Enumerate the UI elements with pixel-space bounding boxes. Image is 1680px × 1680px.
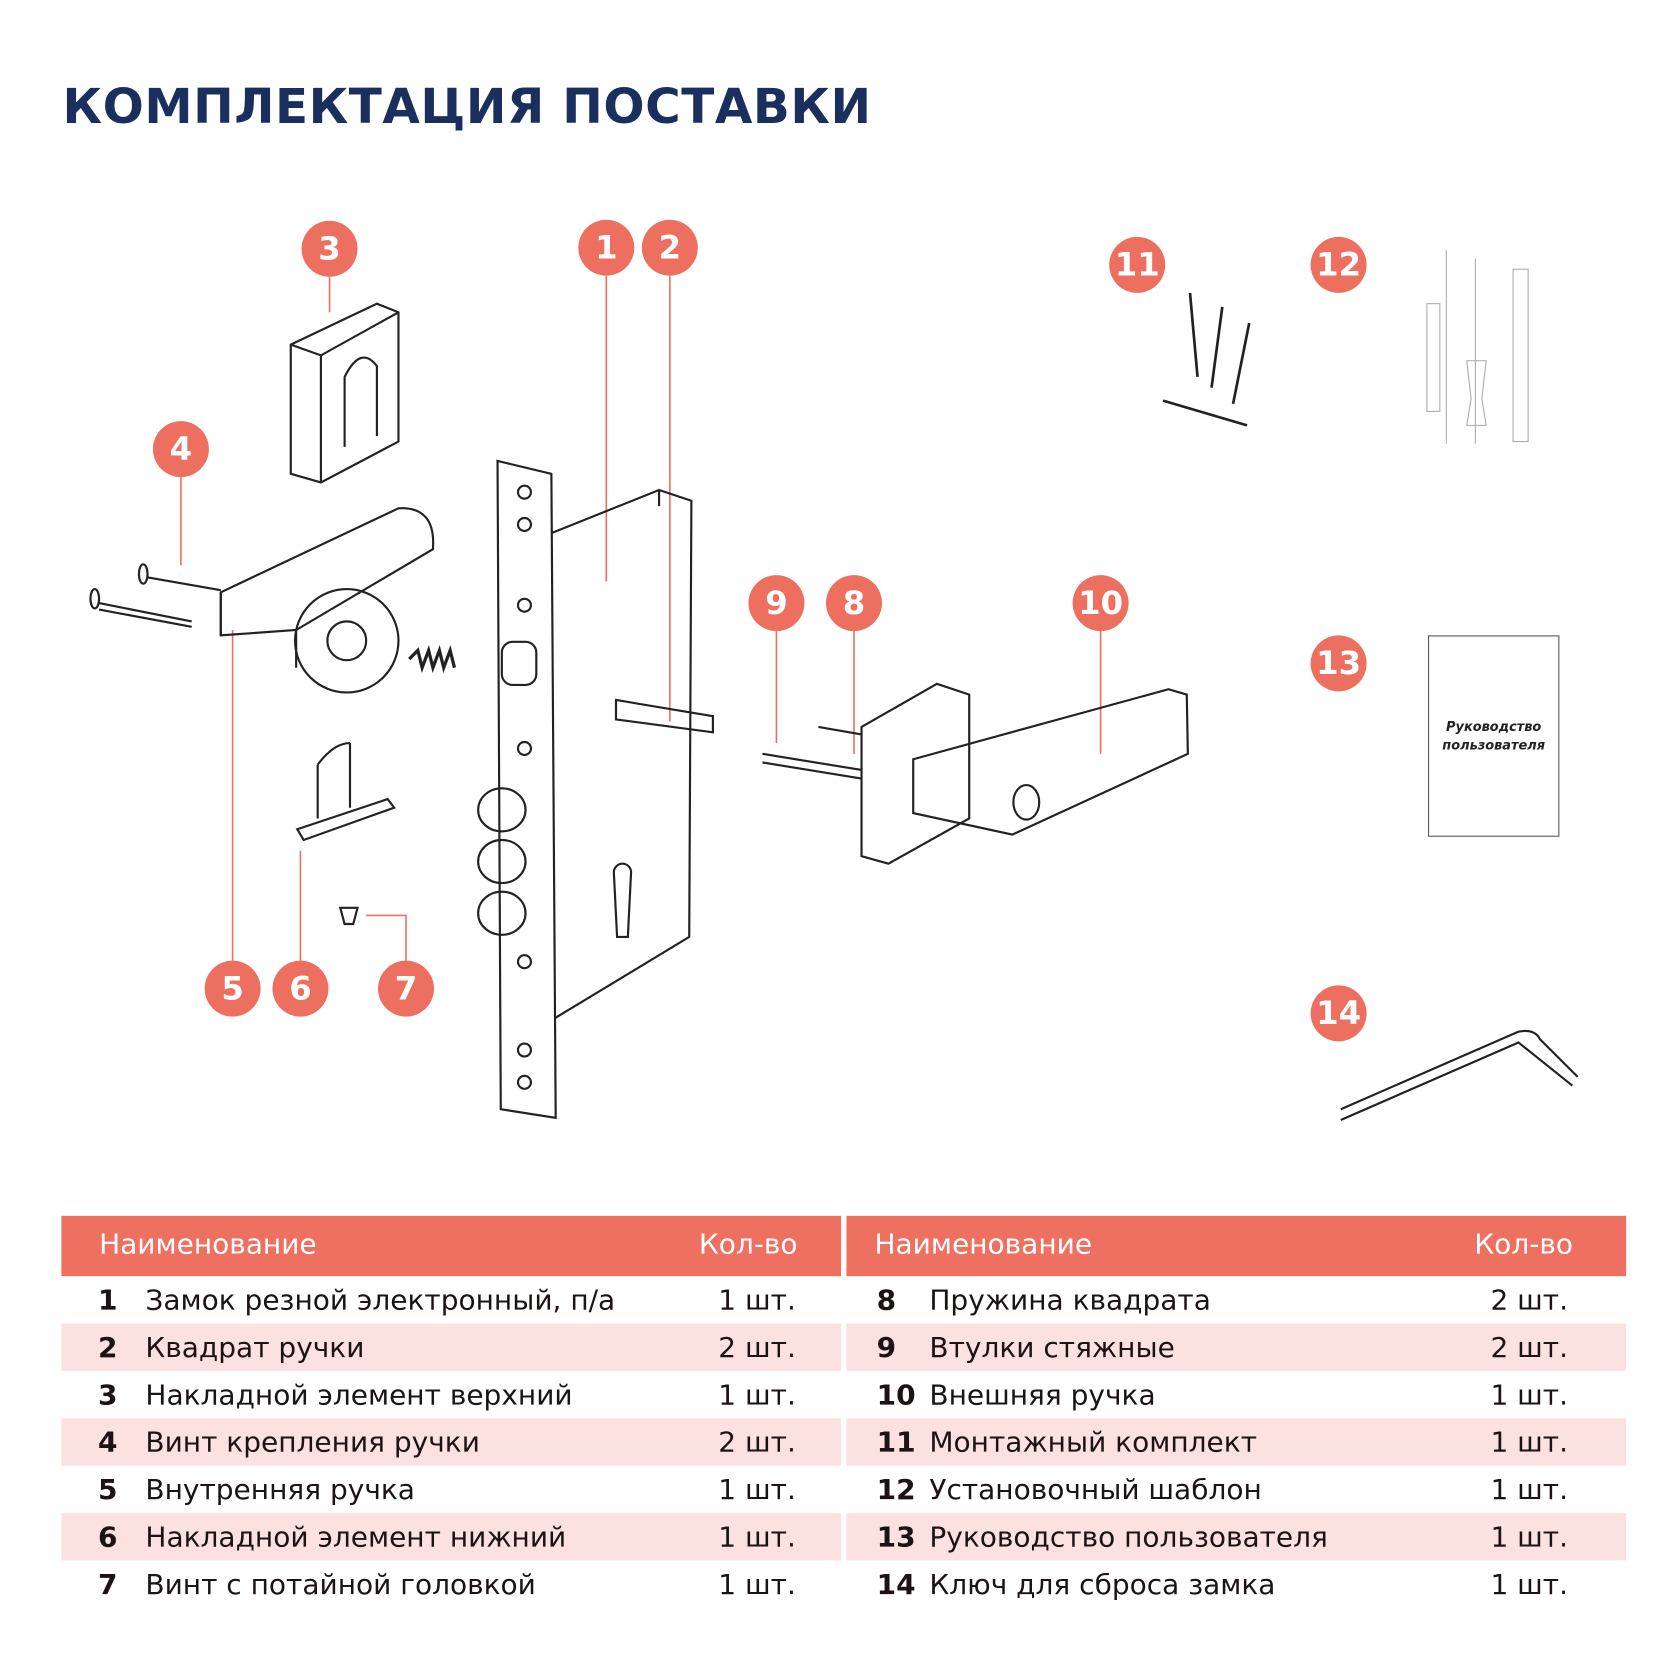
row-name: Пружина квадрата: [929, 1284, 1211, 1318]
row-number: 5: [97, 1474, 118, 1507]
badge-10: 10: [1072, 575, 1129, 632]
row-number: 1: [97, 1284, 118, 1318]
badge-14: 14: [1310, 985, 1367, 1042]
row-number: 11: [876, 1426, 916, 1460]
outer-handle: [860, 682, 1189, 865]
badge-2: 2: [641, 219, 698, 276]
row-number: 14: [876, 1569, 916, 1602]
row-name: Втулки стяжные: [929, 1332, 1175, 1365]
table-row: 8 Пружина квадрата 2 шт.: [846, 1276, 1626, 1323]
bottom-overlay-part: [295, 741, 396, 842]
table-row: 2 Квадрат ручки 2 шт.: [61, 1323, 842, 1371]
table-row: 11 Монтажный комплект 1 шт.: [846, 1418, 1627, 1466]
table-row: 3 Накладной элемент верхний 1 шт.: [61, 1371, 841, 1418]
row-number: 8: [876, 1284, 897, 1318]
badge-7: 7: [377, 960, 434, 1017]
table-header: Наименование Кол-во: [61, 1215, 842, 1277]
row-qty: 1 шт.: [1490, 1569, 1569, 1602]
row-number: 3: [97, 1379, 118, 1412]
badge-8: 8: [825, 575, 882, 632]
row-qty: 1 шт.: [1490, 1379, 1569, 1412]
mounting-kit: [1162, 292, 1251, 427]
row-qty: 1 шт.: [1490, 1521, 1569, 1554]
badge-5: 5: [204, 960, 261, 1017]
header-qty: Кол-во: [698, 1228, 798, 1262]
row-qty: 1 шт.: [1490, 1474, 1569, 1507]
table-row: 10 Внешняя ручка 1 шт.: [846, 1371, 1626, 1418]
row-qty: 1 шт.: [718, 1474, 796, 1507]
row-qty: 2 шт.: [718, 1426, 796, 1460]
row-qty: 2 шт.: [718, 1332, 796, 1365]
row-name: Внутренняя ручка: [145, 1474, 415, 1507]
header-name: Наименование: [99, 1228, 317, 1262]
row-qty: 1 шт.: [718, 1379, 796, 1412]
row-name: Накладной элемент верхний: [145, 1379, 573, 1412]
table-row: 13 Руководство пользователя 1 шт.: [846, 1513, 1627, 1561]
row-qty: 1 шт.: [718, 1284, 796, 1318]
badge-12: 12: [1310, 236, 1367, 293]
badge-3: 3: [301, 220, 358, 277]
row-number: 6: [97, 1521, 118, 1554]
exploded-diagram: [89, 249, 1579, 1121]
row-qty: 1 шт.: [1490, 1426, 1569, 1460]
table-row: 6 Накладной элемент нижний 1 шт.: [61, 1513, 842, 1561]
row-number: 2: [97, 1332, 118, 1365]
row-qty: 2 шт.: [1490, 1284, 1569, 1318]
badge-11: 11: [1109, 236, 1166, 293]
row-number: 10: [876, 1379, 916, 1412]
row-name: Квадрат ручки: [145, 1332, 365, 1365]
page-title: КОМПЛЕКТАЦИЯ ПОСТАВКИ: [62, 77, 872, 135]
spring: [408, 645, 457, 674]
tie-bushings: [762, 725, 862, 780]
top-overlay-part: [289, 302, 400, 484]
manual-label: Руководство пользователя: [1442, 718, 1546, 753]
badge-1: 1: [578, 219, 635, 276]
badge-9: 9: [748, 575, 805, 632]
header-name: Наименование: [874, 1228, 1093, 1262]
table-row: 7 Винт с потайной головкой 1 шт.: [61, 1560, 841, 1607]
badge-4: 4: [152, 421, 209, 478]
table-row: 14 Ключ для сброса замка 1 шт.: [846, 1560, 1626, 1607]
row-number: 12: [876, 1474, 916, 1507]
row-name: Руководство пользователя: [929, 1521, 1328, 1554]
badge-13: 13: [1310, 635, 1367, 692]
row-name: Монтажный комплект: [929, 1426, 1258, 1460]
row-qty: 1 шт.: [718, 1521, 796, 1554]
row-name: Ключ для сброса замка: [929, 1569, 1276, 1602]
user-manual-booklet: Руководство пользователя: [1427, 635, 1560, 837]
row-number: 7: [97, 1569, 118, 1602]
table-header: Наименование Кол-во: [846, 1215, 1627, 1277]
countersunk-screw: [338, 906, 359, 926]
installation-template: [1426, 249, 1529, 444]
row-qty: 1 шт.: [718, 1569, 796, 1602]
row-qty: 2 шт.: [1490, 1332, 1569, 1365]
parts-table-left: Наименование Кол-во 1 Замок резной электр…: [61, 1215, 842, 1608]
reset-key: [1340, 1029, 1579, 1121]
table-row: 1 Замок резной электронный, п/а 1 шт.: [61, 1276, 841, 1323]
handle-screws: [89, 563, 221, 628]
mortise-lock: [477, 459, 714, 1120]
row-name: Установочный шаблон: [929, 1474, 1262, 1507]
row-name: Замок резной электронный, п/а: [145, 1284, 616, 1318]
parts-table-right: Наименование Кол-во 8 Пружина квадрата 2 ш…: [846, 1215, 1627, 1608]
row-name: Винт крепления ручки: [145, 1426, 480, 1460]
inner-handle: [219, 507, 435, 694]
table-row: 4 Винт крепления ручки 2 шт.: [61, 1418, 842, 1466]
table-row: 12 Установочный шаблон 1 шт.: [846, 1466, 1626, 1513]
row-name: Внешняя ручка: [929, 1379, 1156, 1412]
header-qty: Кол-во: [1474, 1228, 1573, 1262]
row-number: 4: [97, 1426, 118, 1460]
badge-6: 6: [272, 960, 329, 1017]
row-number: 13: [876, 1521, 916, 1554]
row-name: Накладной элемент нижний: [145, 1521, 567, 1554]
table-row: 9 Втулки стяжные 2 шт.: [846, 1323, 1627, 1371]
leader-lines: [180, 275, 1102, 961]
table-row: 5 Внутренняя ручка 1 шт.: [61, 1466, 841, 1513]
row-name: Винт с потайной головкой: [145, 1569, 536, 1602]
row-number: 9: [876, 1332, 897, 1365]
